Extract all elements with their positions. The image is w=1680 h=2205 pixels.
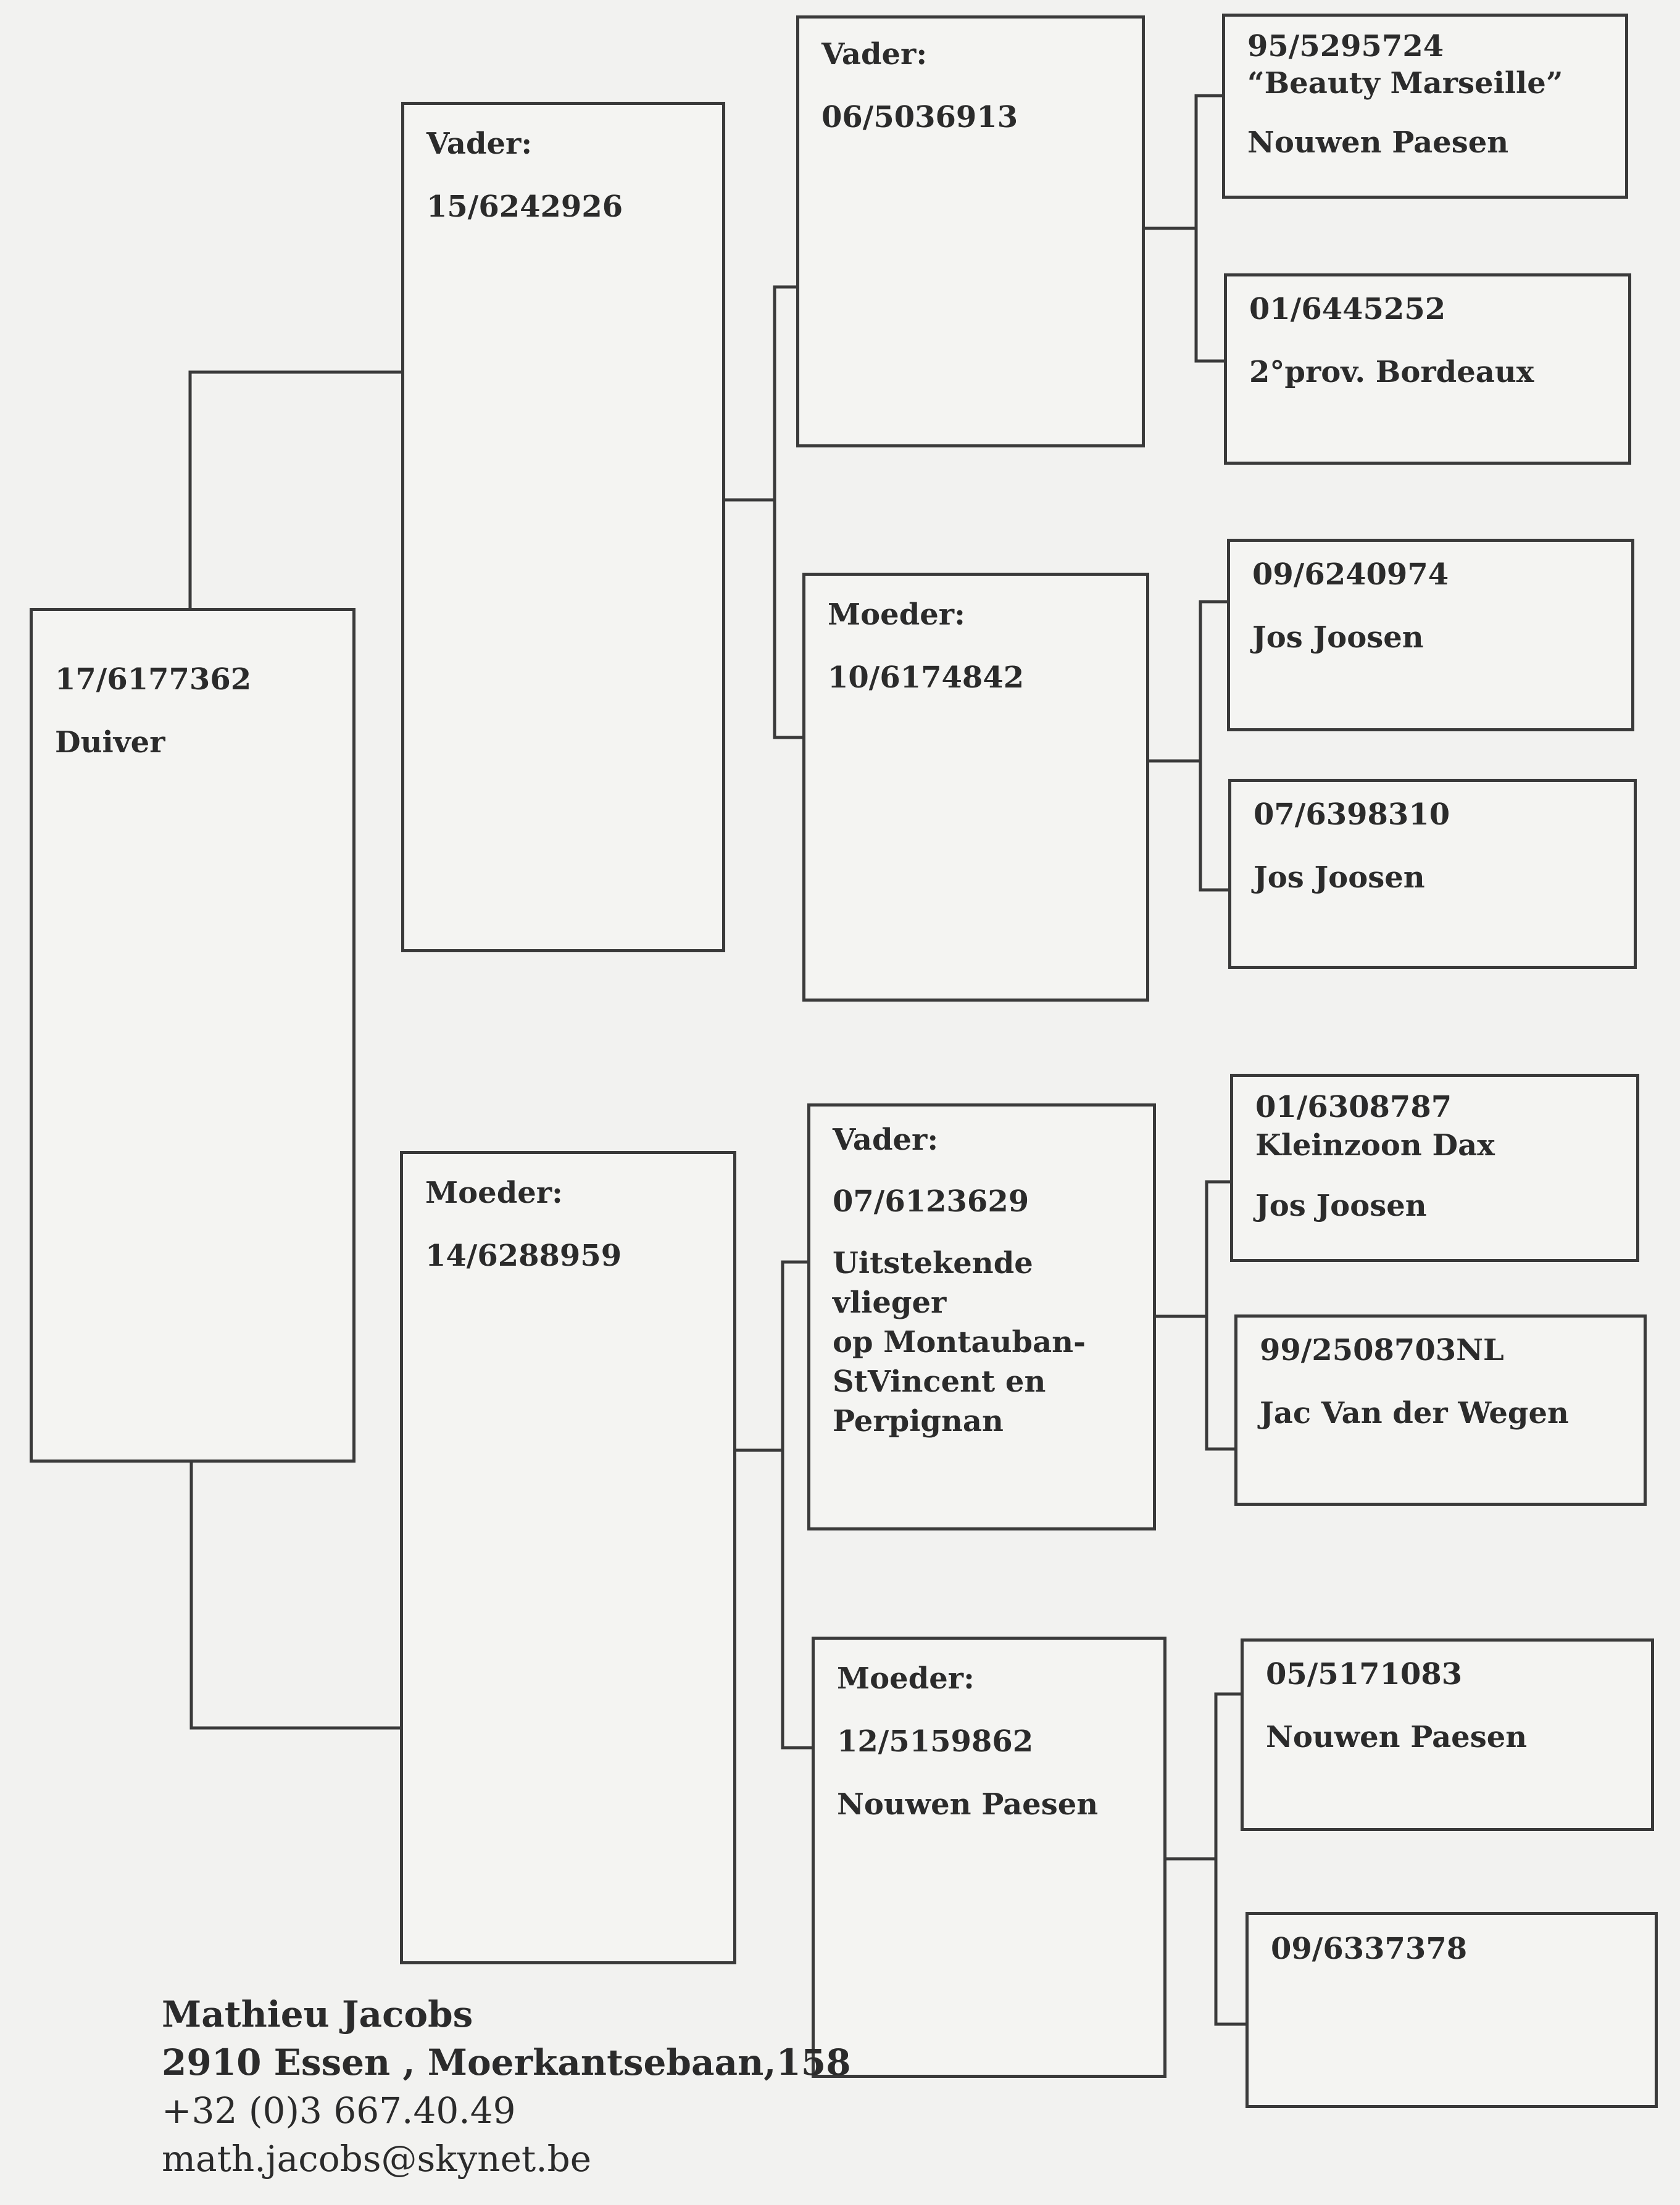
connector-subject-sire <box>188 370 404 611</box>
ggp-ring: 01/6445252 <box>1249 292 1446 326</box>
connector-dam-fork <box>781 1260 812 1750</box>
ggp-ring: 09/6337378 <box>1271 1932 1468 1966</box>
connector-sd-fork <box>1199 600 1228 892</box>
dam-dam-ring: 12/5159862 <box>837 1724 1034 1759</box>
ggp-box-4: 07/6398310 Jos Joosen <box>1228 779 1637 969</box>
ggp-ring: 07/6398310 <box>1254 797 1450 832</box>
ggp-box-5: 01/6308787 Kleinzoon Dax Jos Joosen <box>1230 1074 1639 1262</box>
ggp-ring: 99/2508703NL <box>1260 1333 1504 1368</box>
sire-ring: 15/6242926 <box>426 189 623 224</box>
ggp-box-6: 99/2508703NL Jac Van der Wegen <box>1234 1314 1647 1506</box>
subject-box: 17/6177362 Duiver <box>30 608 356 1463</box>
connector-subject-dam <box>189 1461 400 1730</box>
connector-ss-fork <box>1194 94 1225 363</box>
ggp-breeder: Nouwen Paesen <box>1266 1720 1528 1754</box>
dam-dam-role: Moeder: <box>837 1661 975 1696</box>
dam-ring: 14/6288959 <box>425 1239 622 1273</box>
dam-sire-role: Vader: <box>833 1123 939 1157</box>
sire-sire-ring: 06/5036913 <box>821 100 1018 135</box>
sire-box: Vader: 15/6242926 <box>401 102 725 952</box>
ggp-breeder: Jos Joosen <box>1252 620 1424 655</box>
sire-sire-role: Vader: <box>821 37 928 72</box>
ggp-box-2: 01/6445252 2°prov. Bordeaux <box>1224 273 1631 465</box>
subject-ring: 17/6177362 <box>55 662 252 697</box>
dam-dam-breeder: Nouwen Paesen <box>837 1787 1099 1822</box>
subject-label: Duiver <box>55 725 165 760</box>
sire-dam-box: Moeder: 10/6174842 <box>802 573 1149 1002</box>
ggp-ring: 01/6308787 <box>1255 1090 1452 1124</box>
dam-dam-box: Moeder: 12/5159862 Nouwen Paesen <box>812 1637 1166 2078</box>
ggp-name: Kleinzoon Dax <box>1255 1128 1495 1163</box>
breeder-address: 2910 Essen , Moerkantsebaan,158 <box>162 2041 851 2083</box>
ggp-name: “Beauty Marseille” <box>1247 66 1563 101</box>
ggp-ring: 05/5171083 <box>1266 1657 1463 1692</box>
breeder-phone: +32 (0)3 667.40.49 <box>162 2090 516 2132</box>
ggp-breeder: Jos Joosen <box>1255 1189 1427 1223</box>
connector-sire-fork <box>773 285 802 739</box>
ggp-breeder: Jac Van der Wegen <box>1260 1396 1569 1431</box>
breeder-contact: Mathieu Jacobs 2910 Essen , Moerkantseba… <box>162 1990 851 2183</box>
ggp-ring: 95/5295724 <box>1247 29 1444 64</box>
ggp-box-8: 09/6337378 <box>1245 1912 1658 2108</box>
ggp-breeder: 2°prov. Bordeaux <box>1249 355 1534 389</box>
ggp-box-3: 09/6240974 Jos Joosen <box>1227 539 1634 731</box>
sire-dam-ring: 10/6174842 <box>828 660 1025 695</box>
ggp-box-7: 05/5171083 Nouwen Paesen <box>1241 1638 1654 1831</box>
dam-sire-ring: 07/6123629 <box>833 1184 1029 1219</box>
dam-role: Moeder: <box>425 1176 563 1210</box>
ggp-breeder: Jos Joosen <box>1254 860 1425 895</box>
dam-sire-note: Uitstekende vlieger op Montauban- StVinc… <box>833 1246 1086 1439</box>
breeder-name: Mathieu Jacobs <box>162 1993 473 2035</box>
ggp-breeder: Nouwen Paesen <box>1247 125 1509 160</box>
dam-sire-box: Vader: 07/6123629 Uitstekende vlieger op… <box>807 1103 1156 1530</box>
sire-dam-role: Moeder: <box>828 597 965 632</box>
connector-ds-fork <box>1205 1180 1237 1451</box>
dam-box: Moeder: 14/6288959 <box>400 1151 736 1964</box>
ggp-ring: 09/6240974 <box>1252 557 1449 592</box>
sire-role: Vader: <box>426 127 533 161</box>
connector-dd-fork <box>1214 1692 1247 2026</box>
sire-sire-box: Vader: 06/5036913 <box>796 15 1145 447</box>
ggp-box-1: 95/5295724 “Beauty Marseille” Nouwen Pae… <box>1222 14 1628 199</box>
breeder-email: math.jacobs@skynet.be <box>162 2138 592 2180</box>
